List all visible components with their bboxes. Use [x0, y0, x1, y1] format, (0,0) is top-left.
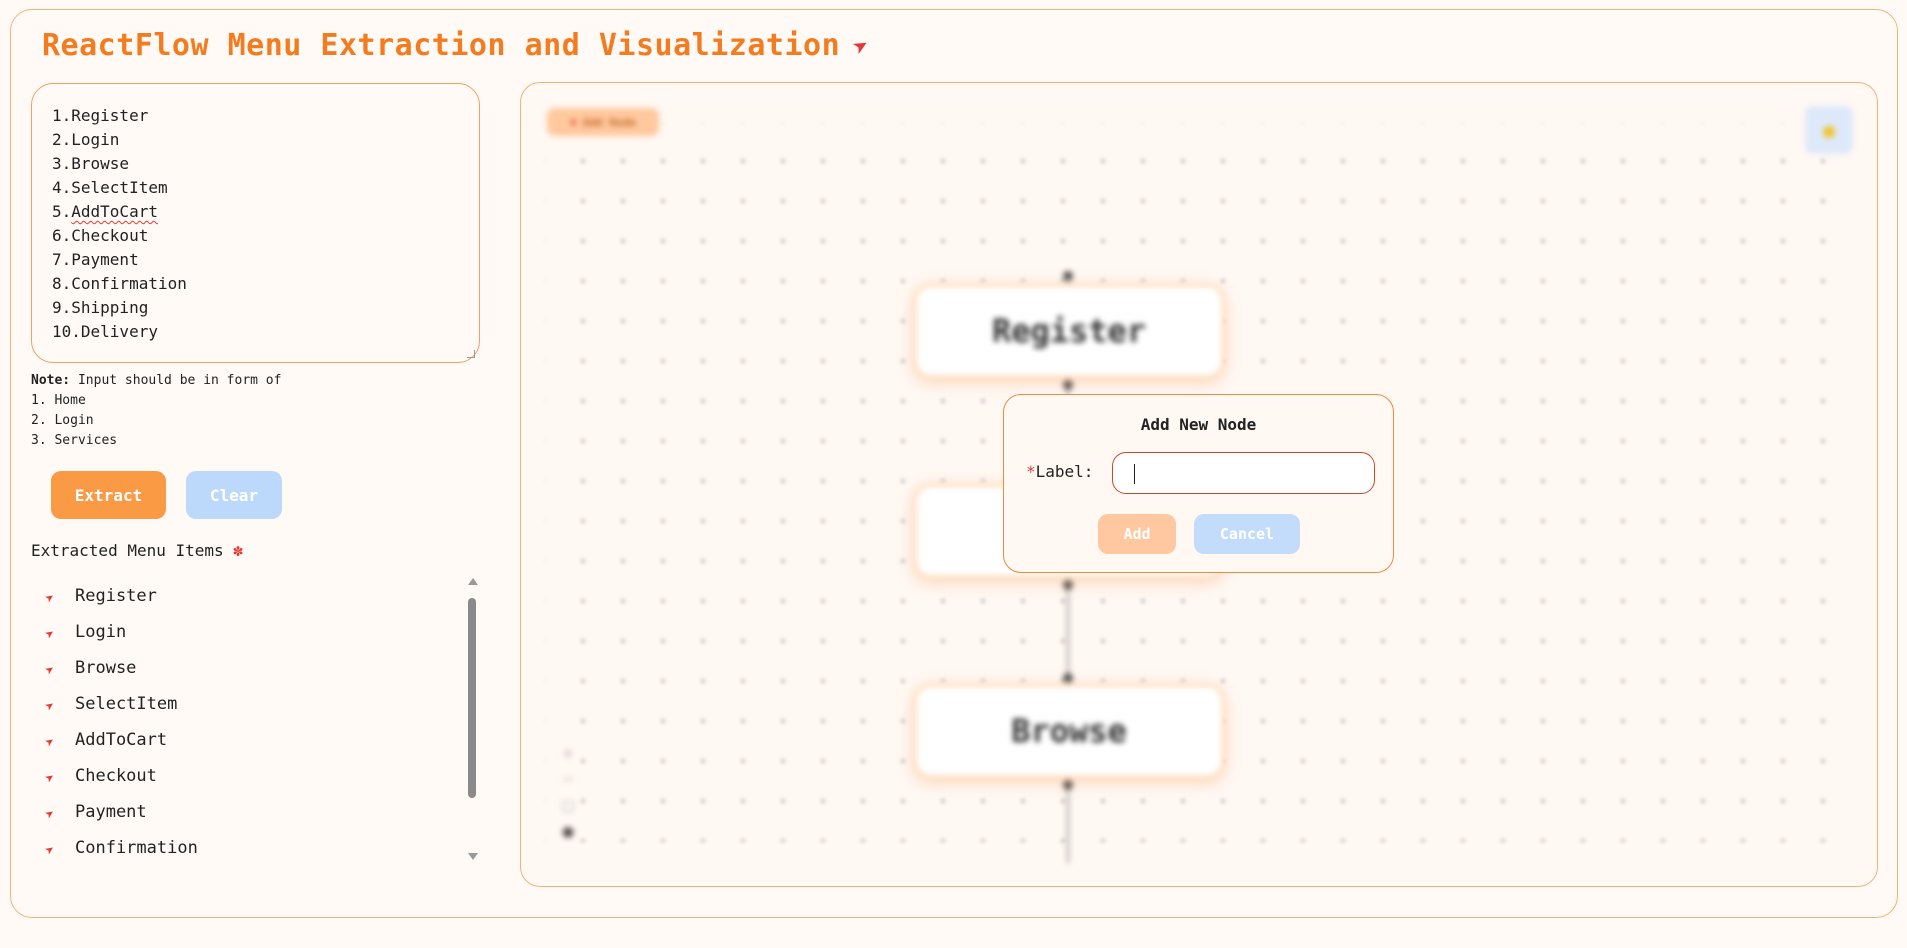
zoom-out-icon[interactable]: − [562, 769, 574, 790]
extract-button[interactable]: Extract [51, 471, 166, 519]
rocket-icon: ➤ [41, 624, 60, 644]
close-icon: ✖ [570, 115, 577, 129]
add-node-modal: Add New Node *Label: Add Cancel [1003, 394, 1394, 573]
note-example-2: 2. Login [31, 413, 94, 428]
flow-node[interactable]: Register [913, 283, 1225, 379]
menu-input-line: 5.AddToCart [52, 202, 158, 221]
menu-input-line: 6.Checkout [52, 226, 149, 245]
node-handle [1063, 673, 1073, 683]
menu-input-line: 7.Payment [52, 250, 139, 269]
list-item: ➤ Payment [31, 794, 481, 830]
text-caret [1134, 464, 1135, 484]
menu-input-textarea[interactable]: 1.Register 2.Login 3.Browse 4.SelectItem 5.A… [31, 83, 480, 363]
lightbulb-button[interactable]: ● [1805, 106, 1853, 154]
menu-input-line: 2.Login [52, 130, 120, 149]
rocket-icon: ➤ [41, 660, 60, 680]
list-item: ➤ Register [31, 578, 481, 614]
label-field-text: Label: [1035, 462, 1094, 481]
zoom-in-icon[interactable]: + [562, 743, 574, 764]
input-note: Note: Input should be in form of 1. Home… [31, 371, 281, 451]
menu-input-line: 4.SelectItem [52, 178, 168, 197]
extracted-heading: Extracted Menu Items ✽ [31, 541, 243, 560]
list-item-label: Confirmation [75, 838, 198, 858]
list-item: ➤ Login [31, 614, 481, 650]
lightbulb-icon: ● [1822, 118, 1836, 142]
page-title: ReactFlow Menu Extraction and Visualizat… [42, 28, 877, 64]
menu-input-line: 10.Delivery [52, 322, 158, 341]
list-scrollbar[interactable] [466, 578, 478, 860]
fit-view-icon[interactable]: □ [562, 795, 574, 816]
extracted-menu-list: ➤ Register ➤ Login ➤ Browse ➤ SelectItem ➤ AddToC… [31, 578, 481, 860]
label-input[interactable] [1112, 452, 1375, 494]
list-item-label: Payment [75, 802, 147, 822]
menu-input-line: 8.Confirmation [52, 274, 187, 293]
node-handle [1063, 271, 1073, 281]
scroll-down-icon[interactable] [468, 853, 478, 860]
flow-node[interactable]: Browse [913, 683, 1225, 779]
required-mark: * [1026, 462, 1036, 481]
list-item-label: Register [75, 586, 157, 606]
modal-title: Add New Node [1140, 415, 1257, 434]
rocket-icon: ➤ [41, 840, 60, 860]
note-text: Input should be in form of [70, 373, 282, 388]
scroll-up-icon[interactable] [468, 578, 478, 585]
add-node-button[interactable]: ✖ Add Node [547, 108, 659, 136]
note-example-1: 1. Home [31, 393, 86, 408]
extracted-heading-text: Extracted Menu Items [31, 541, 224, 560]
list-item-label: AddToCart [75, 730, 168, 750]
node-handle [1063, 580, 1073, 590]
list-item: ➤ SelectItem [31, 686, 481, 722]
rocket-icon: ➤ [41, 768, 60, 788]
rocket-icon: ➤ [41, 732, 60, 752]
cancel-button[interactable]: Cancel [1194, 514, 1300, 554]
list-item-label: Browse [75, 658, 137, 678]
label-field-label: *Label: [1026, 462, 1093, 481]
scroll-thumb[interactable] [468, 598, 476, 798]
note-label: Note: [31, 373, 71, 388]
list-item-label: Login [75, 622, 127, 642]
rocket-icon: ➤ [41, 696, 60, 716]
party-popper-icon: ✽ [233, 541, 243, 560]
list-item: ➤ Browse [31, 650, 481, 686]
menu-input-lines: 1.Register 2.Login 3.Browse 4.SelectItem 5.A… [52, 104, 459, 344]
menu-input-line: 3.Browse [52, 154, 130, 173]
page-title-text: ReactFlow Menu Extraction and Visualizat… [42, 28, 841, 63]
menu-input-line: 9.Shipping [52, 298, 149, 317]
list-item: ➤ Confirmation [31, 830, 481, 860]
note-example-3: 3. Services [31, 433, 118, 448]
resize-grip-icon[interactable] [467, 350, 475, 358]
list-item-label: Checkout [75, 766, 157, 786]
rocket-icon: ➤ [41, 588, 60, 608]
lock-icon[interactable]: ● [562, 821, 574, 842]
add-node-label: Add Node [582, 115, 636, 129]
list-item-label: SelectItem [75, 694, 178, 714]
list-item: ➤ Checkout [31, 758, 481, 794]
add-button[interactable]: Add [1098, 514, 1176, 554]
list-item: ➤ AddToCart [31, 722, 481, 758]
rocket-icon: ➤ [41, 804, 60, 824]
node-handle [1063, 780, 1073, 790]
menu-input-line: 1.Register [52, 106, 149, 125]
clear-button[interactable]: Clear [186, 471, 282, 519]
canvas-controls: + − □ ● [557, 743, 583, 847]
node-handle [1063, 380, 1073, 390]
